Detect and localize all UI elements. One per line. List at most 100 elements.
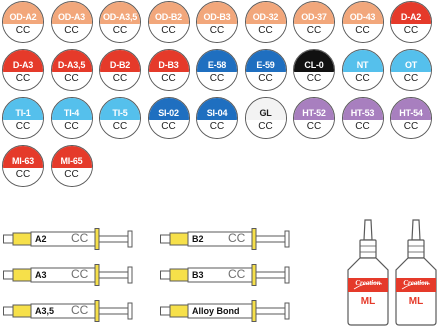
syringe-icon (160, 300, 290, 322)
syringe-icon (3, 228, 133, 250)
syringe[interactable]: B2 CC (160, 228, 290, 250)
shade-code: GL (245, 98, 286, 120)
shade-sub-label: CC (51, 24, 92, 42)
syringe-icon (160, 264, 290, 286)
shade-code: MI-63 (3, 146, 43, 168)
syringe-marking: CC (71, 267, 89, 281)
syringe-marking: CC (71, 231, 89, 245)
syringe-icon (160, 228, 290, 250)
syringe[interactable]: A3,5 CC (3, 300, 133, 322)
shade-code: TI-4 (51, 98, 92, 120)
bottle-icon (347, 219, 389, 326)
shade-sub-label: CC (197, 72, 237, 90)
syringe[interactable]: A2 CC (3, 228, 133, 250)
shade-code: OD-A3 (51, 2, 92, 24)
syringe-marking: CC (228, 231, 246, 245)
syringe-label: B3 (192, 270, 204, 280)
shade-code: NT (342, 50, 383, 72)
shade-code: OD-A3,5 (100, 2, 140, 24)
syringe-icon (3, 300, 133, 322)
bottle-brand: Creation (403, 279, 429, 287)
shade-sub-label: CC (342, 120, 383, 138)
shade-code: HT-53 (342, 98, 383, 120)
syringe-label: Alloy Bond (192, 306, 240, 316)
syringe[interactable]: A3 CC (3, 264, 133, 286)
shade-code: E-59 (245, 50, 286, 72)
shade-code: D-B3 (148, 50, 189, 72)
syringe[interactable]: Alloy Bond (160, 300, 290, 322)
shade-code: CL-0 (294, 50, 334, 72)
shade-sub-label: CC (342, 72, 383, 90)
shade-sub-label: CC (51, 72, 92, 90)
syringe-label: A3,5 (35, 306, 55, 316)
shade-sub-label: CC (197, 120, 237, 138)
shade-sub-label: CC (245, 72, 286, 90)
shade-sub-label: CC (3, 72, 43, 90)
syringe-label: A2 (35, 234, 47, 244)
syringe[interactable]: B3 CC (160, 264, 290, 286)
shade-code: HT-54 (391, 98, 431, 120)
shade-code: D-A3,5 (51, 50, 92, 72)
shade-sub-label: CC (245, 120, 286, 138)
shade-code: MI-65 (51, 146, 92, 168)
syringe-marking: CC (228, 267, 246, 281)
shade-sub-label: CC (3, 120, 43, 138)
bottle-icon (395, 219, 437, 326)
shade-sub-label: CC (294, 24, 334, 42)
shade-code: TI-1 (3, 98, 43, 120)
bottle-label: ML (360, 296, 376, 307)
bottle-brand: Creation (355, 279, 381, 287)
shade-sub-label: CC (100, 24, 140, 42)
shade-code: D-B2 (100, 50, 140, 72)
shade-code: E-58 (197, 50, 237, 72)
shade-sub-label: CC (148, 120, 189, 138)
shade-code: TI-5 (100, 98, 140, 120)
shade-sub-label: CC (3, 24, 43, 42)
shade-code: SI-04 (197, 98, 237, 120)
syringe-label: B2 (192, 234, 204, 244)
shade-sub-label: CC (294, 120, 334, 138)
shade-sub-label: CC (197, 24, 237, 42)
syringe-label: A3 (35, 270, 47, 280)
shade-sub-label: CC (51, 120, 92, 138)
shade-sub-label: CC (100, 120, 140, 138)
shade-code: OD-32 (245, 2, 286, 24)
syringe-marking: CC (71, 303, 89, 317)
shade-code: D-A3 (3, 50, 43, 72)
shade-code: OT (391, 50, 431, 72)
